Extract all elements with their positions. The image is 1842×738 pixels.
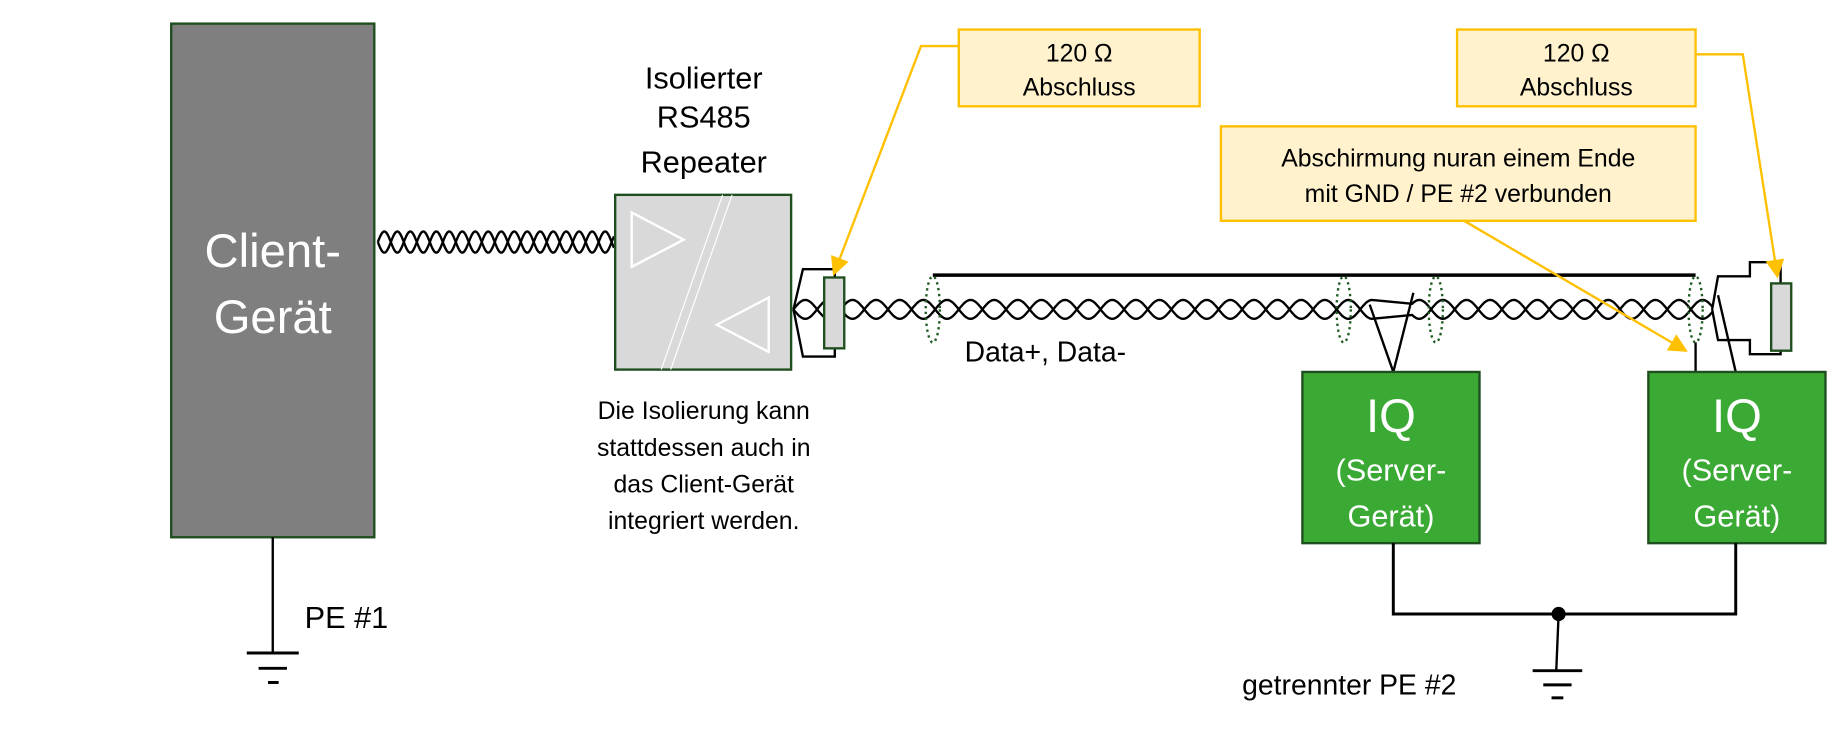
resistor-icon xyxy=(1769,282,1793,352)
resistor-icon xyxy=(822,276,846,350)
server-label: IQ xyxy=(1712,390,1762,443)
server-label: Gerät) xyxy=(1347,499,1434,534)
ground-pe2: getrennter PE #2 xyxy=(1242,543,1738,701)
terminator-right xyxy=(1710,260,1793,356)
wire-b xyxy=(376,230,616,254)
server-label: (Server- xyxy=(1681,453,1792,488)
repeater-title-1: Isolierter xyxy=(645,61,763,96)
callout-text: Abschluss xyxy=(1520,75,1633,102)
repeater-note: Die Isolierung kann stattdessen auch in … xyxy=(597,398,811,535)
wire-b xyxy=(792,298,1713,321)
client-device: Client- Gerät xyxy=(170,22,376,539)
shield-ellipse xyxy=(1335,275,1352,344)
note-line: integriert werden. xyxy=(608,508,799,535)
client-label-1: Client- xyxy=(205,225,341,278)
wire-a xyxy=(792,298,1713,321)
pe1-label: PE #1 xyxy=(305,600,389,635)
repeater-title-2: RS485 xyxy=(657,100,751,135)
server-device-1: IQ (Server- Gerät) xyxy=(1301,370,1481,545)
server-label: Gerät) xyxy=(1693,499,1780,534)
callout-text: 120 Ω xyxy=(1543,40,1610,67)
pe2-label: getrennter PE #2 xyxy=(1242,669,1456,701)
client-label-2: Gerät xyxy=(214,291,332,344)
terminator-left xyxy=(792,268,846,358)
shield-ellipse xyxy=(924,275,942,344)
twisted-pair-bus xyxy=(792,298,1713,321)
callout-termination-right: 120 Ω Abschluss xyxy=(1455,28,1785,279)
note-line: stattdessen auch in xyxy=(597,435,811,462)
repeater-box xyxy=(614,193,793,371)
shield-ellipse xyxy=(1687,275,1704,344)
server-device-2: IQ (Server- Gerät) xyxy=(1647,370,1827,545)
twisted-pair-client xyxy=(376,230,616,254)
shield-ellipses xyxy=(924,275,1704,344)
driver-triangle-icon xyxy=(630,210,687,269)
repeater-title: Isolierter RS485 Repeater xyxy=(641,61,767,180)
callout-text: 120 Ω xyxy=(1046,40,1113,67)
shield-ellipse xyxy=(1427,275,1445,344)
server-label: (Server- xyxy=(1336,453,1447,488)
receiver-triangle-icon xyxy=(714,295,770,354)
callout-shield: Abschirmung nuran einem Ende mit GND / P… xyxy=(1219,125,1697,352)
ground-pe1: PE #1 xyxy=(246,537,389,684)
callout-text: Abschluss xyxy=(1023,75,1136,102)
note-line: das Client-Gerät xyxy=(614,471,795,498)
server-drops xyxy=(1368,292,1737,373)
server-label: IQ xyxy=(1366,390,1416,443)
note-line: Die Isolierung kann xyxy=(598,398,810,425)
callout-text: mit GND / PE #2 verbunden xyxy=(1305,181,1612,208)
repeater-title-3: Repeater xyxy=(641,144,767,179)
callout-termination-left: 120 Ω Abschluss xyxy=(831,28,1201,276)
callout-text: Abschirmung nuran einem Ende xyxy=(1281,145,1635,172)
bus-label: Data+, Data- xyxy=(965,336,1126,368)
